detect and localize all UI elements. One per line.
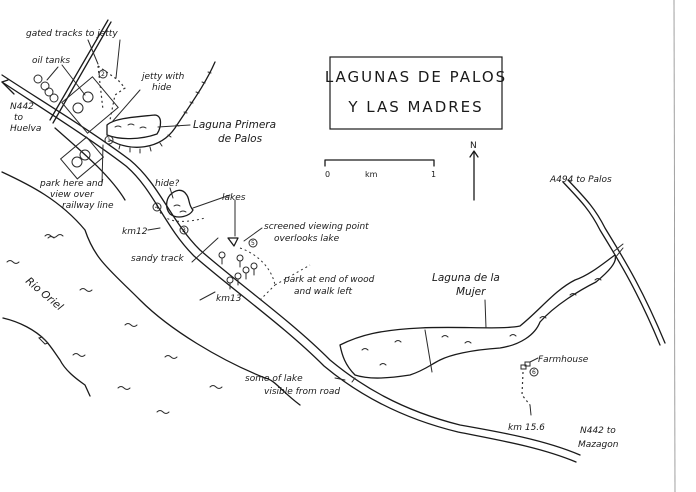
label-park-here-2: view over: [50, 190, 95, 200]
river-rio-oriel: [1, 171, 301, 414]
label-sandy-track: sandy track: [131, 254, 185, 264]
title-line2: Y LAS MADRES: [347, 98, 483, 116]
marker-3: 3: [182, 227, 186, 234]
label-n442-huelva-1: N442: [10, 102, 34, 112]
label-screened-2: overlooks lake: [274, 234, 340, 244]
north-label: N: [470, 141, 477, 151]
map-labels: gated tracks to jetty oil tanks jetty wi…: [10, 29, 619, 450]
label-n442-huelva-2: to: [14, 113, 24, 123]
label-laguna-mujer-1: Laguna de la: [432, 272, 500, 284]
label-gated-tracks: gated tracks to jetty: [26, 29, 118, 39]
scale-unit: km: [365, 170, 378, 179]
marker-4: 4: [155, 204, 159, 211]
label-rio-oriel: Rio Oriel: [23, 275, 65, 313]
label-some-lake-2: visible from road: [264, 387, 340, 397]
railway-line: [54, 127, 126, 201]
dotted-track-jetty: [97, 65, 126, 121]
scale-start: 0: [325, 170, 330, 179]
marker-5: 5: [251, 240, 255, 247]
label-a494: A494 to Palos: [549, 175, 612, 185]
label-laguna-primera-2: de Palos: [218, 133, 263, 145]
label-laguna-mujer-2: Mujer: [456, 286, 486, 298]
track-to-jetty: [49, 19, 109, 121]
label-oil-tanks: oil tanks: [32, 56, 70, 66]
north-arrow-icon: N: [469, 141, 479, 201]
page-edge-line: [673, 0, 676, 492]
label-km13: km13: [216, 294, 242, 304]
farmhouse-track: [520, 357, 539, 416]
marker-2: 2: [101, 71, 105, 78]
label-km12: km12: [122, 227, 148, 237]
small-lakes: [159, 189, 231, 222]
scale-bar: 0 km 1: [324, 159, 436, 179]
title-line1: LAGUNAS DE PALOS: [325, 68, 507, 86]
laguna-de-la-mujer: [339, 254, 617, 379]
label-jetty-line1: jetty with: [140, 72, 185, 82]
arrow-to-huelva-icon: [1, 79, 15, 95]
marker-6: 6: [532, 369, 536, 376]
tree-icons: [218, 251, 258, 290]
label-n442-mazagon-1: N442 to: [580, 426, 616, 436]
road-a494: [562, 179, 666, 346]
label-screened-1: screened viewing point: [264, 222, 369, 232]
scale-end: 1: [431, 170, 436, 179]
label-jetty-line2: hide: [152, 83, 172, 93]
label-park-here-3: railway line: [62, 201, 114, 211]
laguna-primera: [106, 61, 216, 154]
marker-1: 1: [107, 137, 111, 144]
leader-lines: [46, 39, 356, 383]
label-n442-huelva-3: Huelva: [10, 124, 41, 134]
label-lakes: lakes: [222, 193, 246, 203]
road-n442: [1, 74, 581, 463]
water-marks: [6, 234, 223, 414]
label-park-wood-2: and walk left: [294, 287, 352, 297]
label-laguna-primera-1: Laguna Primera: [193, 119, 276, 131]
oil-tanks: [33, 74, 119, 180]
label-farmhouse: Farmhouse: [538, 355, 589, 365]
title-box: LAGUNAS DE PALOS Y LAS MADRES: [325, 56, 507, 130]
label-some-lake-1: some of lake: [245, 374, 303, 384]
label-hide-question: hide?: [155, 179, 179, 189]
point-markers: 2 1 4 3 5 6: [98, 69, 539, 377]
viewing-area: [218, 199, 311, 301]
label-park-wood-1: park at end of wood: [283, 275, 375, 285]
label-park-here-1: park here and: [39, 179, 104, 189]
label-n442-mazagon-2: Mazagon: [578, 440, 619, 450]
label-km156: km 15.6: [508, 423, 545, 433]
